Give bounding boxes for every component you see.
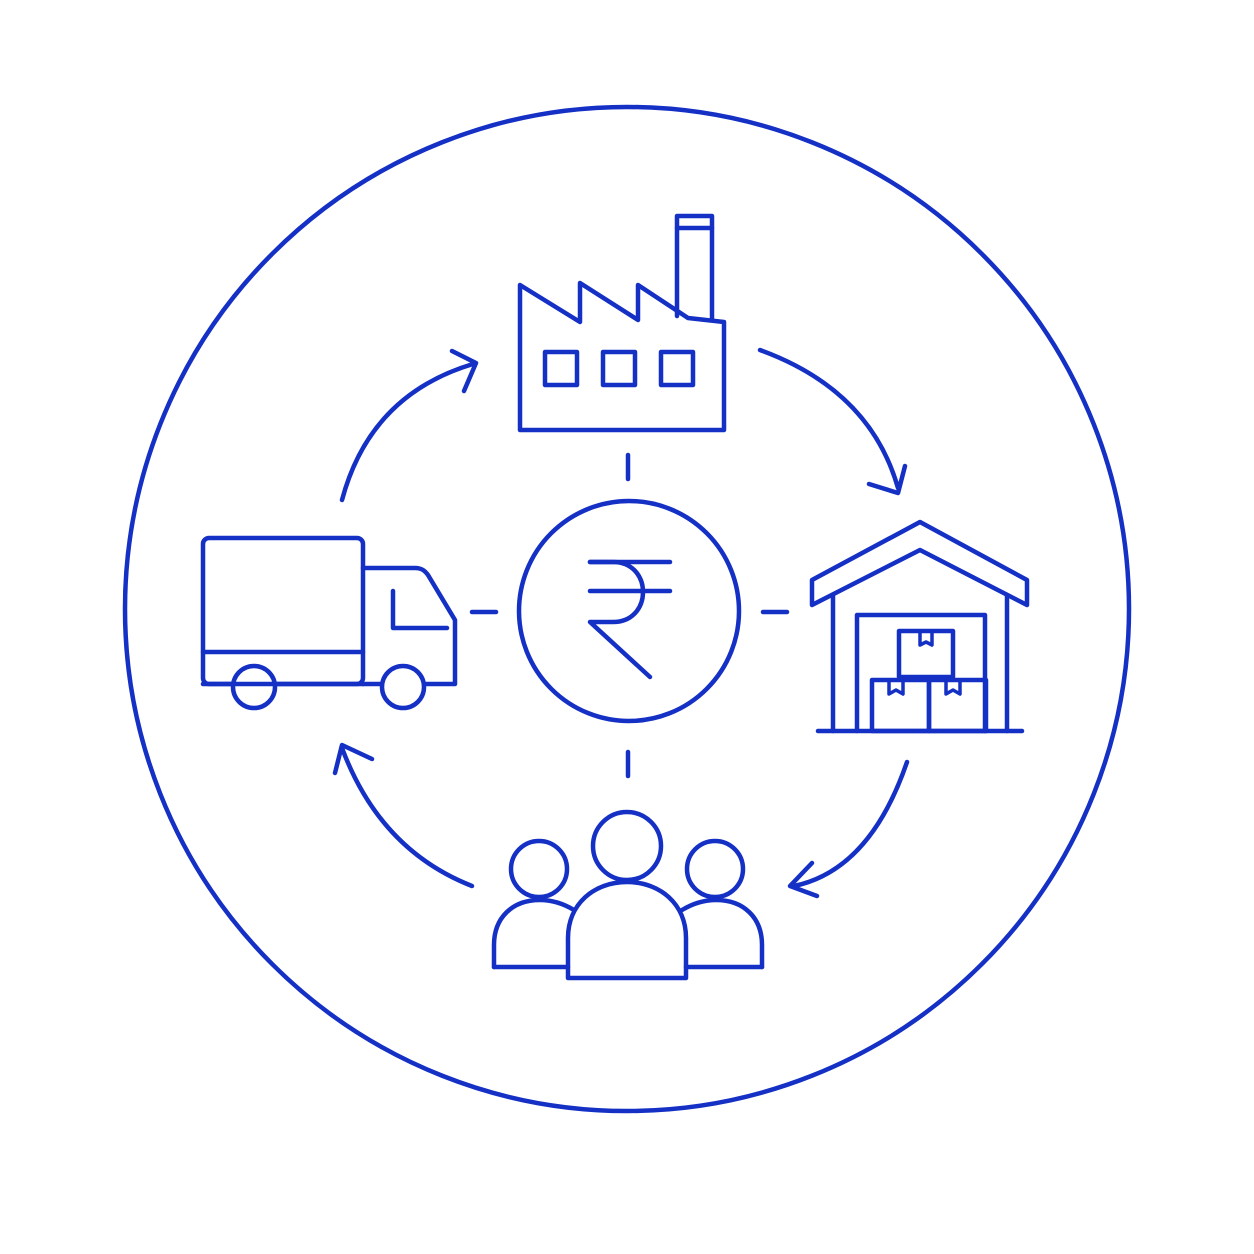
- center-circle: [516, 498, 742, 724]
- connector-lines: [469, 452, 790, 779]
- arrowhead-warehouse: [866, 463, 908, 496]
- outer-circle: [122, 104, 1132, 1114]
- rupee-icon: [587, 559, 673, 680]
- warehouse-icon: [809, 519, 1030, 734]
- arrow-truck-to-factory: [339, 361, 476, 503]
- arrow-factory-to-warehouse: [757, 347, 901, 491]
- arrowhead-people: [787, 860, 820, 899]
- center-rupee-group: [516, 498, 742, 724]
- cycle-arrows: [332, 347, 910, 899]
- delivery-truck-icon: [200, 535, 458, 711]
- arrowhead-factory: [449, 348, 479, 394]
- arrowhead-truck: [332, 742, 375, 776]
- arrow-people-to-truck: [339, 745, 475, 889]
- arrow-warehouse-to-people: [791, 759, 910, 889]
- factory-icon: [517, 213, 727, 433]
- people-icon: [491, 809, 765, 981]
